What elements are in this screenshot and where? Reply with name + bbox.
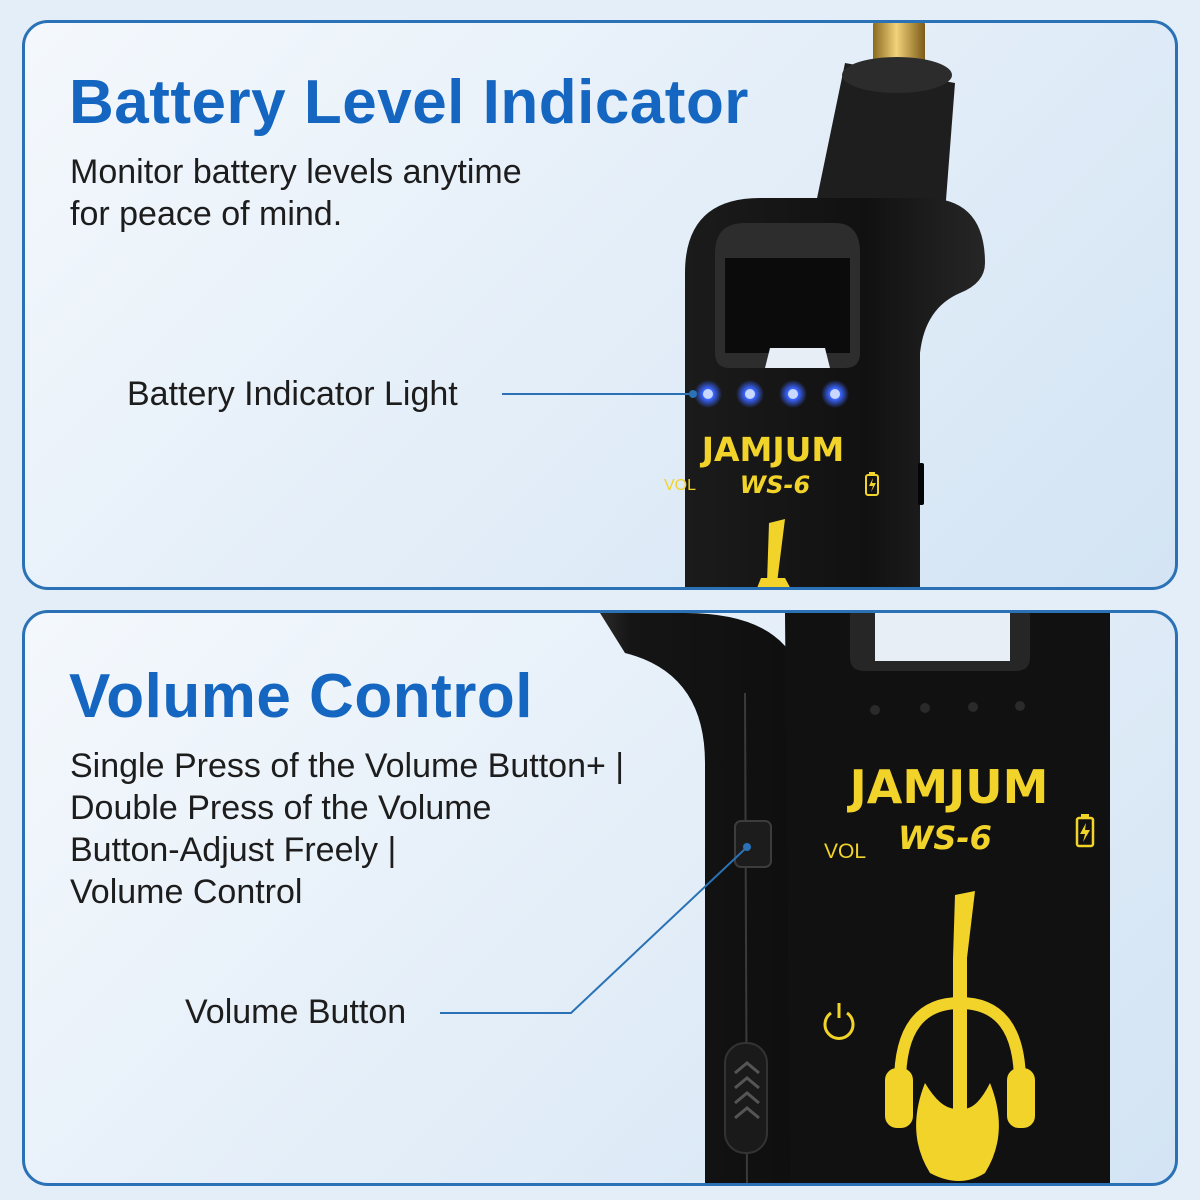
guitar-icon — [757, 519, 790, 587]
volume-button[interactable] — [734, 820, 772, 868]
battery-icon — [865, 472, 879, 496]
battery-indicator-leds-off — [870, 701, 1025, 715]
device-illustration-bottom: JAMJUM WS-6 VOL — [440, 613, 1110, 1183]
model-label: WS-6 — [740, 471, 810, 499]
battery-level-panel: JAMJUM WS-6 VOL Battery Level Indicator … — [22, 20, 1178, 590]
brand-label: JAMJUM — [700, 430, 845, 469]
volume-callout-line — [440, 848, 746, 1014]
battery-icon — [1075, 814, 1095, 848]
headphones-icon — [885, 996, 1035, 1128]
volume-desc-line-3: Button-Adjust Freely | — [70, 831, 397, 869]
volume-desc-line-2: Double Press of the Volume — [70, 789, 492, 827]
volume-button-callout: Volume Button — [185, 993, 407, 1031]
battery-section-title: Battery Level Indicator — [69, 68, 749, 137]
volume-control-panel: JAMJUM WS-6 VOL Volume Control S — [22, 610, 1178, 1186]
power-switch[interactable] — [724, 1042, 768, 1154]
battery-indicator-leds — [694, 380, 849, 408]
battery-section-description: Monitor battery levels anytime for peace… — [70, 151, 522, 235]
device-illustration-top: JAMJUM WS-6 VOL — [502, 23, 985, 587]
volume-desc-line-4: Volume Control — [70, 873, 303, 911]
volume-section-title: Volume Control — [69, 662, 533, 731]
vol-label-large: VOL — [824, 840, 866, 863]
volume-desc-line-1: Single Press of the Volume Button+ | — [70, 747, 625, 785]
device-side — [600, 613, 805, 1183]
battery-desc-line-2: for peace of mind. — [70, 195, 343, 233]
model-label-large: WS-6 — [898, 819, 992, 857]
volume-section-description: Single Press of the Volume Button+ | Dou… — [70, 745, 624, 913]
device-front — [785, 613, 1110, 1183]
plug-icon — [815, 57, 955, 213]
vol-label: VOL — [664, 477, 696, 494]
battery-indicator-callout: Battery Indicator Light — [127, 375, 458, 413]
battery-desc-line-1: Monitor battery levels anytime — [70, 153, 522, 191]
power-icon — [823, 1003, 855, 1040]
brand-label-large: JAMJUM — [847, 760, 1049, 814]
